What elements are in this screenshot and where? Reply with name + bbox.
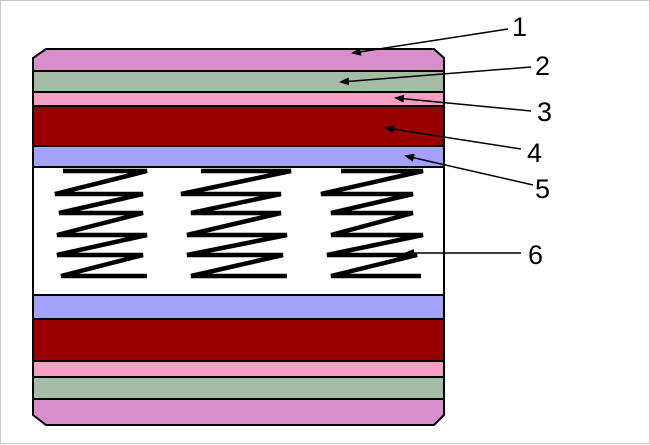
layer-2-top (32, 70, 445, 93)
callout-5: 5 (535, 174, 550, 204)
callout-4: 4 (527, 138, 542, 168)
cover-layer-top (32, 48, 445, 72)
leader-lines (339, 28, 534, 257)
layer-5-bottom (32, 294, 445, 320)
spring-core (32, 166, 445, 296)
layer-2-bottom (32, 376, 445, 400)
callout-1: 1 (512, 12, 527, 42)
callout-6: 6 (528, 240, 543, 270)
layer-5-top (32, 145, 445, 168)
springs (54, 168, 424, 279)
spring-2 (180, 168, 292, 279)
leader-line-5 (404, 153, 534, 186)
leader-line-4 (384, 125, 522, 150)
layer-3-top (32, 91, 445, 107)
callout-2: 2 (535, 51, 550, 81)
cover-layer-bottom (32, 398, 445, 426)
spring-1 (54, 168, 148, 279)
callout-3: 3 (537, 97, 552, 127)
layer-3-bottom (32, 360, 445, 378)
leader-line-3 (394, 94, 532, 112)
leader-line-2 (339, 66, 532, 86)
leader-line-1 (351, 28, 509, 56)
spring-3 (320, 168, 424, 279)
layer-4-bottom (32, 318, 445, 362)
layer-4-top (32, 105, 445, 147)
